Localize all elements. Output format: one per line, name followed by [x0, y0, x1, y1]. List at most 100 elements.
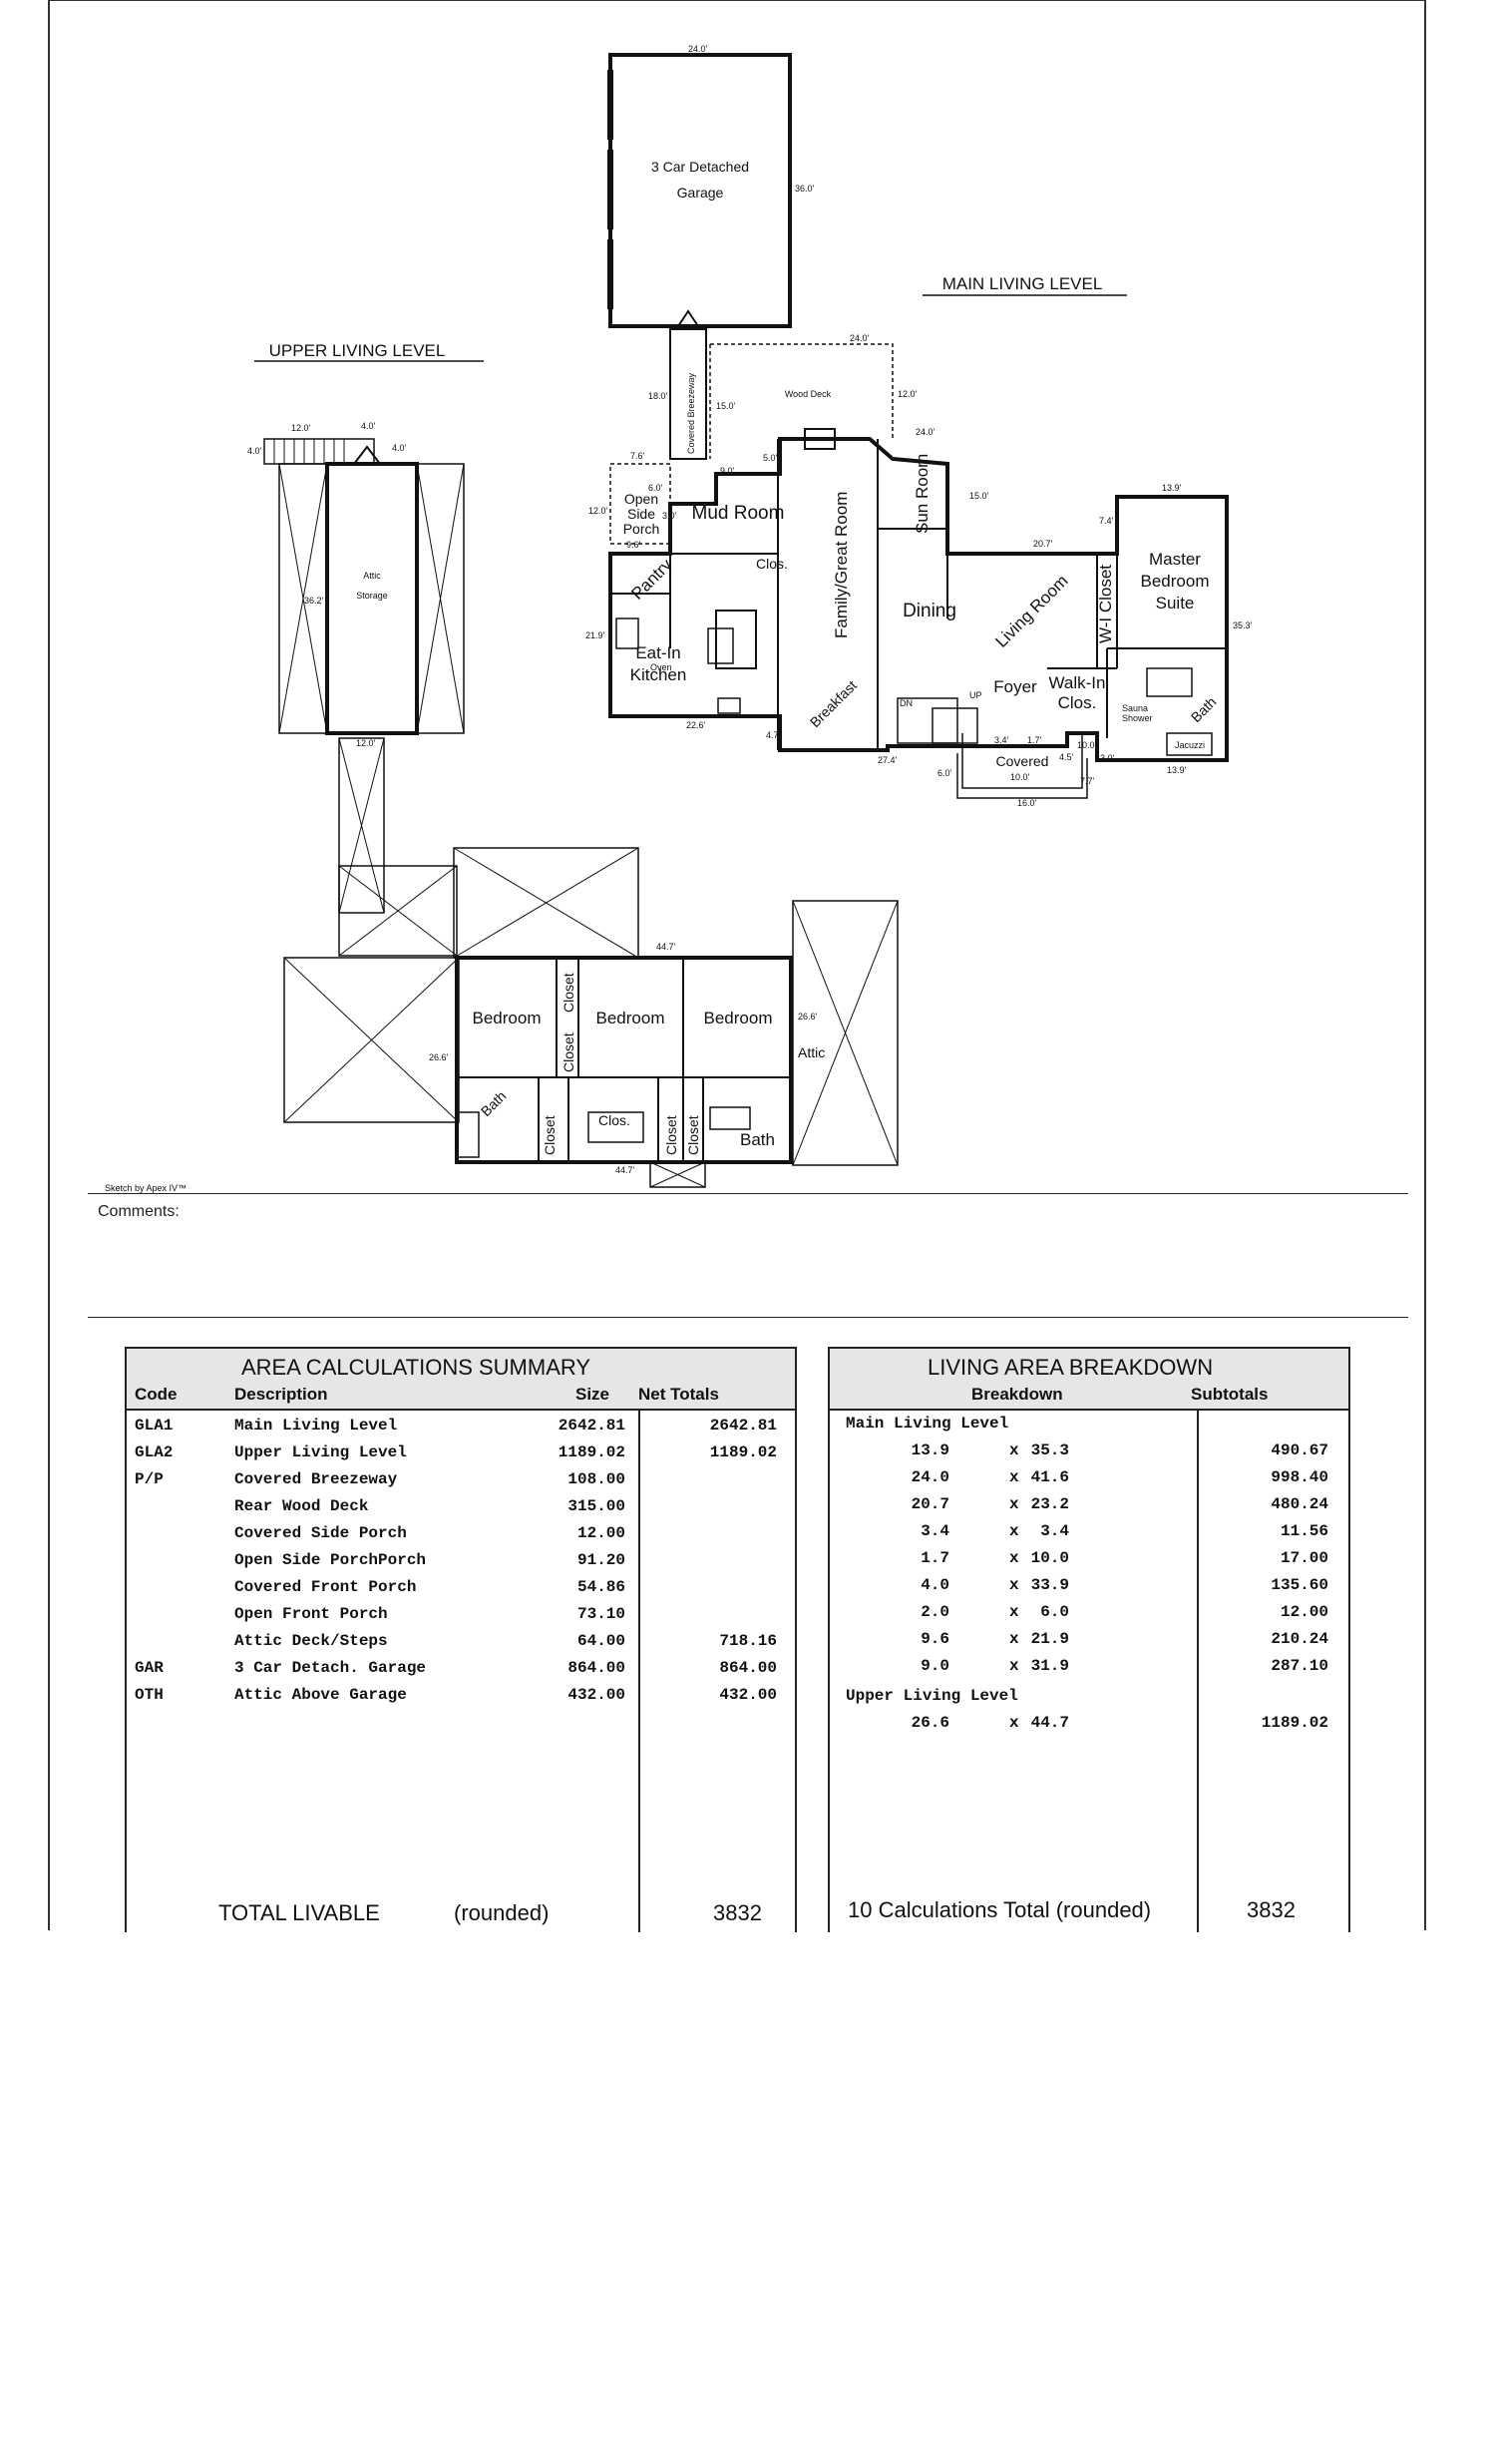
dim-447a: 44.7'	[656, 942, 676, 952]
summary-description: Open Front Porch	[234, 1605, 388, 1623]
dim-up120b: 12.0'	[356, 738, 376, 748]
dim-219: 21.9'	[585, 630, 605, 640]
garage-label-2: Garage	[677, 185, 724, 201]
upper-bath-label-1: Bath	[478, 1087, 510, 1119]
summary-net: 864.00	[719, 1659, 777, 1677]
dim-274: 27.4'	[878, 755, 898, 765]
main-house-outline	[608, 437, 1229, 762]
living-area-breakdown: LIVING AREA BREAKDOWN Breakdown Subtotal…	[828, 1347, 1350, 1932]
master-label-3: Suite	[1156, 594, 1195, 613]
breakdown-total-label: 10 Calculations Total (rounded)	[848, 1897, 1152, 1922]
breakdown-sub: 1189.02	[1261, 1714, 1328, 1732]
dim-up362: 36.2'	[304, 596, 324, 606]
summary-total-rounded: (rounded)	[454, 1900, 550, 1925]
breakdown-b: 41.6	[1030, 1468, 1069, 1486]
dim-76: 7.6'	[630, 451, 645, 461]
breakdown-x: x	[1009, 1522, 1019, 1540]
summary-code: GLA2	[135, 1443, 174, 1461]
walk-in-label-2: Clos.	[1058, 693, 1097, 712]
breakfast-label: Breakfast	[807, 677, 860, 730]
dim-17: 1.7'	[1027, 735, 1042, 745]
summary-code: P/P	[135, 1470, 164, 1488]
summary-row: Covered Front Porch 54.86	[127, 1578, 795, 1605]
foyer-label: Foyer	[993, 677, 1037, 696]
breakdown-b: 31.9	[1030, 1657, 1069, 1675]
dim-34: 3.4'	[994, 735, 1009, 745]
breakdown-x: x	[1009, 1576, 1019, 1594]
dim-160: 16.0'	[1017, 798, 1037, 808]
sketch-credit: Sketch by Apex IV™	[105, 1183, 187, 1193]
garage-dim-right: 36.0'	[795, 184, 815, 194]
breakdown-b: 10.0	[1030, 1549, 1069, 1567]
dim-266b: 26.6'	[798, 1012, 818, 1022]
dim-47: 4.7'	[766, 730, 781, 740]
summary-description: Rear Wood Deck	[234, 1497, 369, 1515]
summary-size: 315.00	[567, 1497, 625, 1515]
breakdown-col-breakdown: Breakdown	[971, 1385, 1063, 1404]
summary-description: Open Side PorchPorch	[234, 1551, 427, 1569]
summary-description: 3 Car Detach. Garage	[234, 1659, 427, 1677]
upper-clos-label: Clos.	[598, 1112, 630, 1128]
garage-label-1: 3 Car Detached	[651, 159, 749, 175]
closet-label-2: Closet	[561, 1032, 576, 1072]
living-room-label: Living Room	[991, 572, 1071, 651]
dim-207: 20.7'	[1033, 539, 1053, 549]
sun-room-label: Sun Room	[913, 454, 932, 534]
comments-top-rule	[88, 1193, 1408, 1194]
summary-description: Attic Above Garage	[234, 1686, 407, 1704]
summary-size: 54.86	[576, 1578, 625, 1596]
dim-60b: 6.0'	[937, 768, 952, 778]
summary-size: 12.00	[576, 1524, 625, 1542]
summary-code: GAR	[135, 1659, 164, 1677]
summary-total-value: 3832	[713, 1900, 762, 1925]
summary-description: Covered Breezeway	[234, 1470, 398, 1488]
breakdown-sub: 11.56	[1280, 1522, 1328, 1540]
breakdown-a: 13.9	[911, 1441, 949, 1459]
breakdown-x: x	[1009, 1603, 1019, 1621]
summary-size: 864.00	[567, 1659, 625, 1677]
summary-description: Attic Deck/Steps	[234, 1632, 388, 1650]
wood-deck-label: Wood Deck	[785, 389, 832, 399]
oven-label: Oven	[650, 662, 672, 672]
dim-100a: 10.0'	[1077, 740, 1097, 750]
breakdown-a: 9.6	[921, 1630, 949, 1648]
summary-code: OTH	[135, 1686, 164, 1704]
dim-120: 12.0'	[588, 506, 608, 516]
upper-level-title: UPPER LIVING LEVEL	[269, 341, 446, 360]
dim-12a: 12.0'	[898, 389, 918, 399]
breakdown-section-upper: Upper Living Level	[846, 1687, 1018, 1705]
breakdown-x: x	[1009, 1714, 1019, 1732]
summary-description: Covered Front Porch	[234, 1578, 417, 1596]
garage-dim-top: 24.0'	[688, 44, 708, 54]
floor-plan-sketch: 24.0' 36.0' 3 Car Detached Garage MAIN L…	[105, 44, 1253, 1193]
master-label-1: Master	[1149, 550, 1201, 569]
breakdown-x: x	[1009, 1441, 1019, 1459]
breezeway-label: Covered Breezeway	[686, 372, 696, 454]
dim-447b: 44.7'	[615, 1165, 635, 1175]
summary-net: 432.00	[719, 1686, 777, 1704]
dim-50: 5.0'	[763, 453, 778, 463]
breakdown-sub: 12.00	[1280, 1603, 1328, 1621]
breakdown-x: x	[1009, 1630, 1019, 1648]
up-label-main: UP	[969, 690, 982, 700]
family-great-room-label: Family/Great Room	[832, 492, 851, 638]
breakdown-b: 3.4	[1040, 1522, 1069, 1540]
summary-net: 718.16	[719, 1632, 777, 1650]
summary-col-size: Size	[575, 1385, 610, 1404]
breakdown-b: 35.3	[1030, 1441, 1069, 1459]
breakdown-header: LIVING AREA BREAKDOWN Breakdown Subtotal…	[830, 1349, 1348, 1411]
dn-label-main: DN	[900, 698, 913, 708]
breakdown-sub: 210.24	[1271, 1630, 1328, 1648]
breakdown-sub: 135.60	[1271, 1576, 1328, 1594]
bedroom-label-2: Bedroom	[596, 1009, 665, 1027]
summary-description: Covered Side Porch	[234, 1524, 407, 1542]
breakdown-a: 4.0	[921, 1576, 949, 1594]
